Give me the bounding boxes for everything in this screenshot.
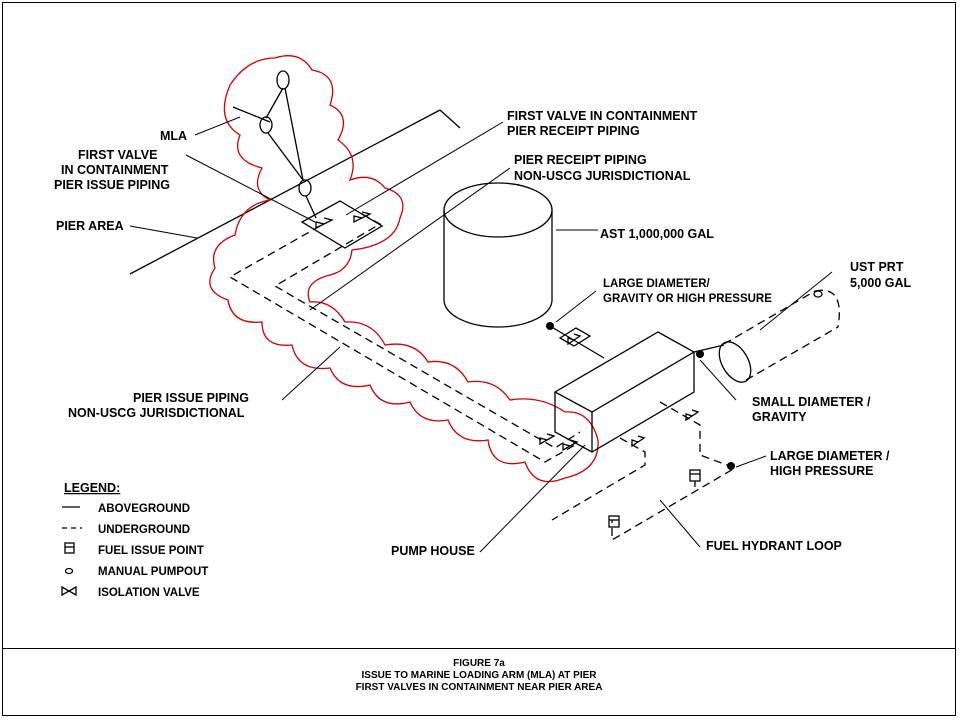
containment-cloud (209, 55, 599, 483)
legend-label-aboveground: ABOVEGROUND (98, 503, 190, 515)
leader-lines (129, 116, 833, 553)
legend-label-fuel-issue-point: FUEL ISSUE POINT (98, 545, 204, 557)
tank-supply-line (546, 322, 605, 359)
marine-loading-arm (259, 70, 317, 219)
label-first-valve-issue: FIRST VALVE IN CONTAINMENT PIER ISSUE PI… (54, 148, 170, 192)
label-pump-house: PUMP HOUSE (391, 544, 475, 558)
label-ust-prt: UST PRT 5,000 GAL (850, 260, 912, 290)
svg-text:PIER RECEIPT PIPING: PIER RECEIPT PIPING (507, 124, 640, 138)
svg-text:PIER ISSUE PIPING: PIER ISSUE PIPING (133, 391, 249, 405)
small-diameter-line (693, 344, 725, 358)
svg-text:GRAVITY OR HIGH PRESSURE: GRAVITY OR HIGH PRESSURE (603, 293, 772, 305)
svg-text:PIER ISSUE PIPING: PIER ISSUE PIPING (54, 178, 170, 192)
fuel-issue-point-icon (64, 542, 75, 554)
ust-prt-tank (718, 289, 840, 383)
pier-area-outline (129, 106, 461, 275)
caption-divider (2, 648, 956, 649)
pier-piping-underground (228, 213, 581, 463)
label-pier-receipt-piping: PIER RECEIPT PIPING NON-USCG JURISDICTIO… (514, 153, 691, 183)
svg-text:PIER RECEIPT PIPING: PIER RECEIPT PIPING (514, 153, 647, 167)
legend-label-underground: UNDERGROUND (98, 524, 190, 536)
svg-text:HIGH PRESSURE: HIGH PRESSURE (770, 464, 874, 478)
fuel-issue-point-icon (608, 469, 701, 528)
caption-subtitle: FIRST VALVES IN CONTAINMENT NEAR PIER AR… (355, 682, 603, 693)
ast-tank (443, 182, 553, 328)
svg-text:FIRST VALVE: FIRST VALVE (78, 148, 157, 162)
legend-title: LEGEND: (64, 481, 120, 495)
svg-text:NON-USCG JURISDICTIONAL: NON-USCG JURISDICTIONAL (68, 406, 245, 420)
svg-text:SMALL DIAMETER /: SMALL DIAMETER / (752, 395, 871, 409)
label-large-diameter-gravity: LARGE DIAMETER/ GRAVITY OR HIGH PRESSURE (603, 278, 772, 305)
piping-diagram: MLA FIRST VALVE IN CONTAINMENT PIER ISSU… (54, 55, 912, 599)
label-pier-issue-piping: PIER ISSUE PIPING NON-USCG JURISDICTIONA… (68, 391, 249, 420)
svg-text:FIRST VALVE IN CONTAINMENT: FIRST VALVE IN CONTAINMENT (507, 109, 698, 123)
fuel-hydrant-loop-piping (551, 401, 737, 542)
svg-text:GRAVITY: GRAVITY (752, 410, 807, 424)
caption-title: ISSUE TO MARINE LOADING ARM (MLA) AT PIE… (361, 670, 597, 681)
manual-pumpout-icon (64, 567, 74, 575)
caption-figure-number: FIGURE 7a (453, 658, 505, 669)
label-pier-area: PIER AREA (56, 219, 124, 233)
svg-text:5,000 GAL: 5,000 GAL (850, 276, 912, 290)
label-large-diameter-high: LARGE DIAMETER / HIGH PRESSURE (770, 449, 890, 478)
figure-caption: FIGURE 7a ISSUE TO MARINE LOADING ARM (M… (2, 658, 956, 694)
label-small-diameter: SMALL DIAMETER / GRAVITY (752, 395, 871, 424)
svg-text:LARGE DIAMETER/: LARGE DIAMETER/ (603, 278, 711, 290)
legend: LEGEND: ABOVEGROUND UNDERGROUND FUEL ISS… (61, 481, 208, 599)
isolation-valve-icon (315, 211, 579, 452)
svg-text:LARGE DIAMETER /: LARGE DIAMETER / (770, 449, 890, 463)
legend-label-manual-pumpout: MANUAL PUMPOUT (98, 566, 208, 578)
label-first-valve-receipt: FIRST VALVE IN CONTAINMENT PIER RECEIPT … (507, 109, 698, 138)
pier-containment-box (300, 200, 384, 249)
svg-text:UST PRT: UST PRT (850, 260, 904, 274)
label-fuel-hydrant-loop: FUEL HYDRANT LOOP (706, 539, 842, 553)
pump-house (553, 331, 696, 453)
legend-label-isolation-valve: ISOLATION VALVE (98, 587, 200, 599)
svg-text:NON-USCG JURISDICTIONAL: NON-USCG JURISDICTIONAL (514, 169, 691, 183)
label-mla: MLA (160, 129, 187, 143)
svg-text:IN CONTAINMENT: IN CONTAINMENT (61, 163, 169, 177)
label-ast: AST 1,000,000 GAL (600, 227, 714, 241)
isolation-valve-icon (61, 585, 77, 597)
